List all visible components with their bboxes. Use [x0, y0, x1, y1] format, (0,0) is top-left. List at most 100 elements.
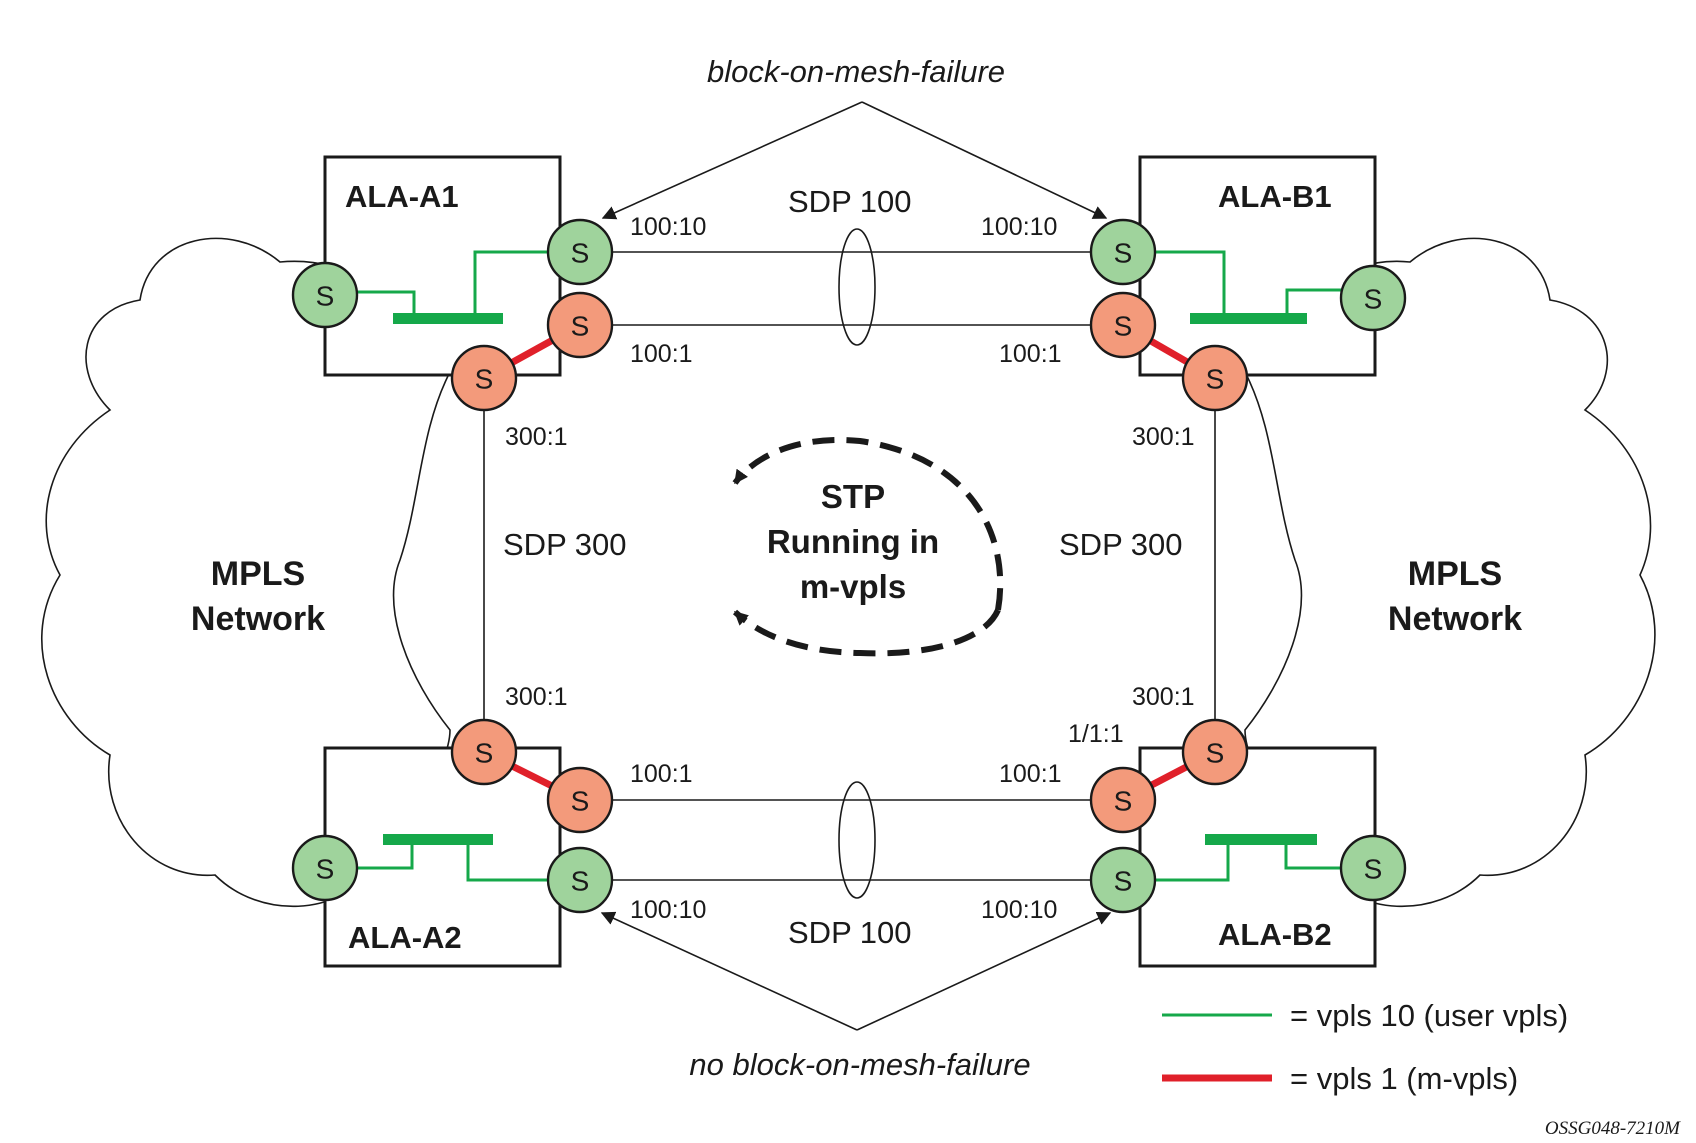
sap-b2-access: S — [1339, 834, 1407, 902]
sap-a2-sdp100-mvpls-letter: S — [571, 786, 590, 817]
port-label-b1-top: 100:10 — [981, 213, 1057, 241]
sap-a2-sdp100-mvpls-circle — [546, 766, 614, 834]
mpls-label-left-2: Network — [191, 600, 325, 638]
vpls10-bar-b2 — [1205, 834, 1317, 845]
annotation-arrow-bottom-right — [856, 911, 1112, 1031]
sap-a1-sdp100-mvpls-letter: S — [571, 311, 590, 342]
legend-label-red: = vpls 1 (m-vpls) — [1290, 1061, 1518, 1096]
sap-b1-access: S — [1339, 264, 1407, 332]
vpls10-wire-b1-left — [1140, 250, 1226, 318]
sap-b2-sdp300-mvpls-circle — [1181, 718, 1249, 786]
sdp-label-top: SDP 100 — [788, 184, 912, 219]
annotation-block-on-mesh-failure: block-on-mesh-failure — [707, 54, 1005, 89]
sap-b2-sdp100-vpls10-letter: S — [1114, 866, 1133, 897]
mpls-label-right-2: Network — [1388, 600, 1522, 638]
sap-b2-sdp100-mvpls: S — [1089, 766, 1157, 834]
mpls-cloud-left — [40, 237, 451, 908]
port-label-b2-mid: 100:1 — [999, 760, 1062, 788]
sap-b2-sdp100-vpls10: S — [1089, 846, 1157, 914]
port-label-b1-down: 300:1 — [1132, 423, 1195, 451]
sap-b1-sdp100-vpls10-letter: S — [1114, 238, 1133, 269]
sap-b1-sdp100-mvpls-letter: S — [1114, 311, 1133, 342]
vpls10-wire-a2-left — [345, 838, 414, 870]
sdp-bundle-bottom — [838, 781, 876, 899]
sdp-label-bottom: SDP 100 — [788, 915, 912, 950]
stp-label-2: Running in — [767, 523, 939, 560]
sap-b1-sdp100-mvpls-circle — [1089, 291, 1157, 359]
stp-arrow-upper — [732, 437, 1004, 611]
sap-b1-sdp100-mvpls: S — [1089, 291, 1157, 359]
node-box-ala-a1 — [323, 155, 562, 377]
sap-b2-sdp100-mvpls-circle — [1089, 766, 1157, 834]
vpls10-wire-a1-right — [473, 250, 560, 318]
sap-a2-sdp300-mvpls-circle — [450, 718, 518, 786]
sap-a2-sdp100-mvpls: S — [546, 766, 614, 834]
port-label-a1-top: 100:10 — [630, 213, 706, 241]
node-title-ala-b2: ALA-B2 — [1218, 917, 1332, 952]
sap-a1-sdp300-mvpls-letter: S — [475, 364, 494, 395]
sap-b2-sdp100-vpls10-circle — [1089, 846, 1157, 914]
sap-a1-sdp100-vpls10-letter: S — [571, 238, 590, 269]
sap-b2-sdp300-mvpls-letter: S — [1206, 738, 1225, 769]
node-box-ala-b1 — [1138, 155, 1377, 377]
sap-b1-access-circle — [1339, 264, 1407, 332]
annotation-arrow-top-left — [601, 101, 863, 220]
stp-label-3: m-vpls — [800, 568, 906, 605]
port-label-a1-mid: 100:1 — [630, 340, 693, 368]
annotation-arrow-top-right — [861, 101, 1108, 219]
sap-a2-sdp100-vpls10-circle — [546, 846, 614, 914]
vpls10-wire-b2-left — [1140, 838, 1230, 882]
port-label-a1-down: 300:1 — [505, 423, 568, 451]
sap-b2-sdp100-mvpls-letter: S — [1114, 786, 1133, 817]
port-label-a2-up: 300:1 — [505, 683, 568, 711]
mpls-cloud-right — [1244, 237, 1656, 908]
port-label-b1-mid: 100:1 — [999, 340, 1062, 368]
vpls10-wire-b2-right — [1284, 838, 1355, 870]
sap-a2-sdp100-vpls10-letter: S — [571, 866, 590, 897]
vpls10-bar-b1 — [1190, 313, 1307, 324]
vpls10-wire-b1-right — [1285, 288, 1355, 318]
port-label-b2-sap: 1/1:1 — [1068, 720, 1124, 748]
sap-b1-sdp100-vpls10-circle — [1089, 218, 1157, 286]
sap-a2-sdp100-vpls10: S — [546, 846, 614, 914]
sap-b1-access-letter: S — [1364, 284, 1383, 315]
port-label-a2-bot: 100:10 — [630, 896, 706, 924]
sap-b1-sdp300-mvpls-letter: S — [1206, 364, 1225, 395]
vpls10-wire-a1-left — [345, 290, 416, 318]
sap-a1-access: S — [291, 261, 359, 329]
vpls10-bar-a1 — [393, 313, 503, 324]
sap-a2-sdp300-mvpls-letter: S — [475, 738, 494, 769]
sap-a2-access: S — [291, 834, 359, 902]
sap-a1-sdp100-mvpls: S — [546, 291, 614, 359]
vpls10-wire-a2-right — [466, 838, 560, 882]
port-label-b2-up: 300:1 — [1132, 683, 1195, 711]
annotation-no-block-on-mesh-failure: no block-on-mesh-failure — [689, 1047, 1030, 1082]
stp-label-1: STP — [821, 478, 885, 515]
sap-a2-access-letter: S — [316, 854, 335, 885]
sap-a1-sdp100-mvpls-circle — [546, 291, 614, 359]
vpls10-bar-a2 — [383, 834, 493, 845]
sap-b2-sdp300-mvpls: S — [1181, 718, 1249, 786]
sap-b1-sdp300-mvpls-circle — [1181, 344, 1249, 412]
sap-a2-sdp300-mvpls: S — [450, 718, 518, 786]
sap-a2-access-circle — [291, 834, 359, 902]
port-label-a2-mid: 100:1 — [630, 760, 693, 788]
sap-a1-sdp100-vpls10-circle — [546, 218, 614, 286]
sap-b1-sdp300-mvpls: S — [1181, 344, 1249, 412]
stp-arrow-lower — [732, 608, 1001, 657]
node-title-ala-a1: ALA-A1 — [345, 179, 459, 214]
node-title-ala-b1: ALA-B1 — [1218, 179, 1332, 214]
mpls-label-right-1: MPLS — [1408, 555, 1502, 593]
sdp-label-right: SDP 300 — [1059, 527, 1183, 562]
sap-a1-access-circle — [291, 261, 359, 329]
legend-label-green: = vpls 10 (user vpls) — [1290, 998, 1568, 1033]
mpls-label-left-1: MPLS — [211, 555, 305, 593]
sap-b2-access-circle — [1339, 834, 1407, 902]
sap-b2-access-letter: S — [1364, 854, 1383, 885]
port-label-b2-bot: 100:10 — [981, 896, 1057, 924]
sdp-label-left: SDP 300 — [503, 527, 627, 562]
sap-b1-sdp100-vpls10: S — [1089, 218, 1157, 286]
sap-a1-sdp300-mvpls: S — [450, 344, 518, 412]
sap-a1-access-letter: S — [316, 281, 335, 312]
